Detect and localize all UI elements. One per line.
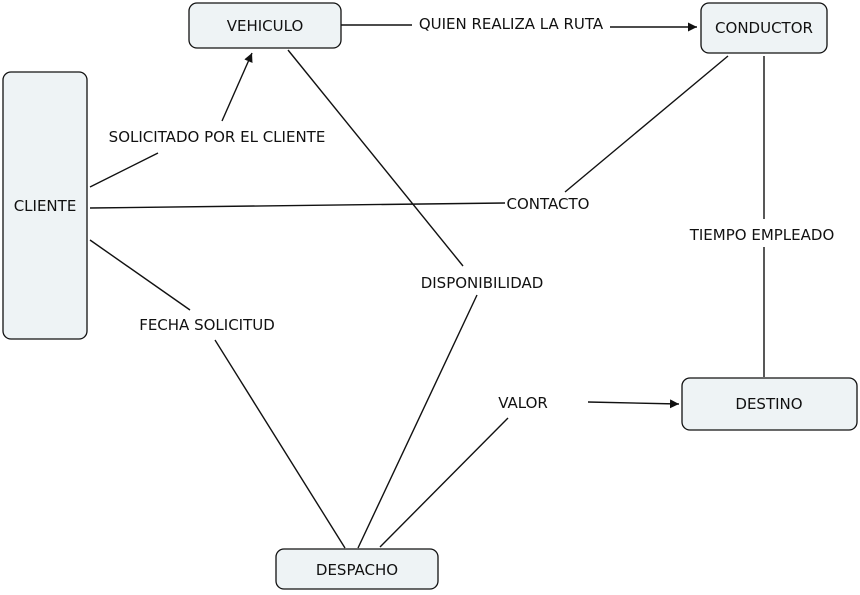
edge-cliente-to-label-solicitado [89,152,159,188]
label-solicitado-por-el-cliente: SOLICITADO POR EL CLIENTE [109,128,326,146]
label-valor: VALOR [498,394,548,412]
node-conductor[interactable]: CONDUCTOR [700,2,828,54]
node-cliente[interactable]: CLIENTE [2,71,88,340]
node-vehiculo-box [188,2,342,49]
node-cliente-label: CLIENTE [14,197,77,215]
edge-label-solicitado-to-vehiculo [221,52,253,122]
label-tiempo-empleado: TIEMPO EMPLEADO [689,226,835,244]
label-fecha-solicitud: FECHA SOLICITUD [139,316,275,334]
node-conductor-box [700,2,828,54]
node-vehiculo-label: VEHICULO [227,17,304,35]
edge-conductor-to-label-contacto [564,55,729,193]
node-vehiculo[interactable]: VEHICULO [188,2,342,49]
node-cliente-box [2,71,88,340]
node-despacho-box [275,548,439,590]
node-destino-label: DESTINO [735,395,802,413]
edge-despacho-to-label-valor [379,417,509,548]
edge-cliente-to-label-fecha [89,239,191,311]
label-contacto: CONTACTO [507,195,590,213]
node-despacho[interactable]: DESPACHO [275,548,439,590]
label-quien-realiza-la-ruta: QUIEN REALIZA LA RUTA [419,15,604,33]
node-despacho-label: DESPACHO [316,561,398,579]
node-conductor-label: CONDUCTOR [715,19,813,37]
node-destino-box [681,377,858,431]
edge-cliente-to-label-contacto [89,202,506,209]
edge-label-valor-to-destino [587,399,680,409]
link-labels: QUIEN REALIZA LA RUTA SOLICITADO POR EL … [109,15,835,412]
node-destino[interactable]: DESTINO [681,377,858,431]
edge-label-fecha-to-despacho [214,339,346,549]
edge-vehiculo-to-label-disponibilidad [287,49,464,267]
label-disponibilidad: DISPONIBILIDAD [421,274,544,292]
edge-label-disponibilidad-to-despacho [357,294,478,549]
connectors [89,22,765,549]
